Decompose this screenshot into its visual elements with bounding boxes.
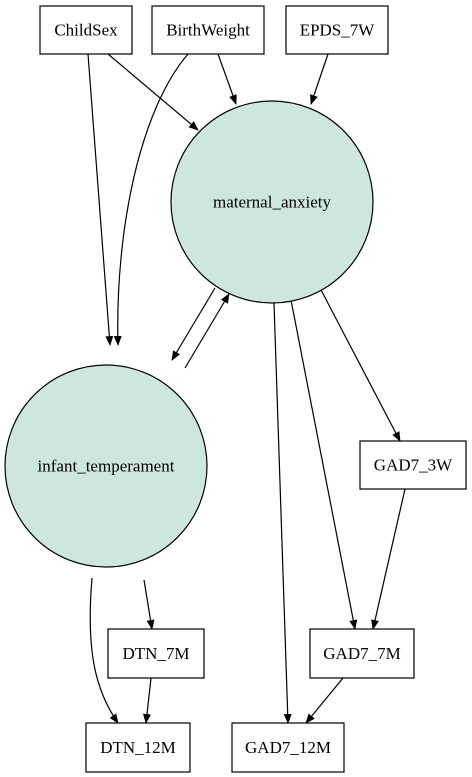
node-dtn-12m-label: DTN_12M — [100, 738, 176, 757]
node-gad7-12m: GAD7_12M — [231, 722, 345, 773]
node-gad7-3w-label: GAD7_3W — [374, 456, 453, 475]
node-dtn-7m-label: DTN_7M — [122, 644, 189, 663]
edge-infant-temperament-dtn-12m — [89, 577, 119, 724]
edge-maternal-anxiety-gad7-3w — [319, 287, 401, 442]
edge-dtn-7m-dtn-12m — [143, 677, 152, 724]
node-gad7-12m-label: GAD7_12M — [245, 738, 331, 757]
edge-maternal-anxiety-gad7-7m — [290, 299, 358, 630]
node-dtn-12m: DTN_12M — [85, 722, 191, 773]
node-childsex: ChildSex — [39, 5, 133, 55]
edges — [87, 53, 406, 724]
node-gad7-7m-label: GAD7_7M — [323, 644, 400, 663]
node-epds-7w: EPDS_7W — [285, 5, 389, 55]
edge-infant-temperament-dtn-7m — [143, 579, 155, 630]
node-birthweight: BirthWeight — [151, 5, 265, 55]
edge-childsex-maternal-anxiety — [107, 53, 199, 131]
node-epds-7w-label: EPDS_7W — [300, 21, 376, 40]
edge-birthweight-infant-temperament — [113, 53, 189, 346]
edge-maternal-anxiety-infant-temperament — [171, 287, 216, 361]
edge-birthweight-maternal-anxiety — [217, 53, 237, 105]
node-infant-temperament-label: infant_temperament — [38, 457, 175, 476]
node-maternal-anxiety: maternal_anxiety — [170, 100, 374, 304]
edge-gad7-3w-gad7-7m — [371, 488, 406, 630]
node-infant-temperament: infant_temperament — [4, 364, 208, 568]
node-birthweight-label: BirthWeight — [166, 21, 250, 40]
edge-gad7-7m-gad7-12m — [305, 677, 344, 724]
edge-infant-temperament-maternal-anxiety — [184, 293, 230, 369]
node-dtn-7m: DTN_7M — [107, 628, 205, 679]
node-gad7-7m: GAD7_7M — [309, 628, 415, 679]
node-gad7-3w: GAD7_3W — [359, 440, 467, 490]
node-childsex-label: ChildSex — [54, 21, 118, 40]
edge-epds7w-maternal-anxiety — [310, 53, 329, 105]
edge-childsex-infant-temperament — [87, 53, 114, 346]
node-maternal-anxiety-label: maternal_anxiety — [213, 193, 332, 212]
edge-maternal-anxiety-gad7-12m — [273, 302, 292, 724]
